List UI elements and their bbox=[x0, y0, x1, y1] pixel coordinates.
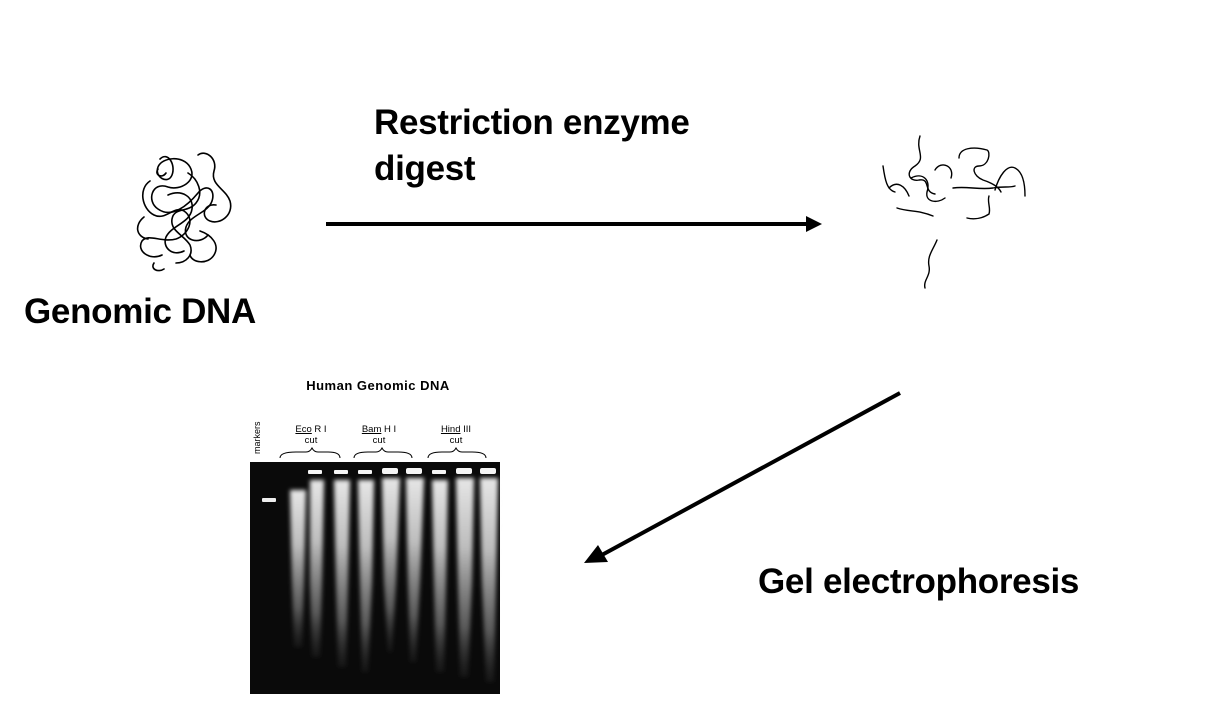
enzyme-name: Bam bbox=[361, 424, 382, 435]
enzyme-label-ecori: Eco R I cut bbox=[284, 424, 338, 446]
enzyme-name: Hind bbox=[440, 424, 461, 435]
marker-band bbox=[262, 498, 276, 502]
gel-smears bbox=[290, 478, 498, 682]
gel-wells bbox=[308, 468, 496, 474]
gel-background bbox=[250, 462, 500, 694]
enzyme-name: Eco bbox=[295, 424, 312, 435]
enzyme-suffix: H I bbox=[381, 424, 397, 435]
genomic-dna-label: Genomic DNA bbox=[24, 292, 257, 331]
genomic-dna-tangle bbox=[136, 152, 232, 272]
electrophoresis-arrow bbox=[584, 391, 901, 563]
gel-electrophoresis-label: Gel electrophoresis bbox=[758, 562, 1080, 601]
gel-title: Human Genomic DNA bbox=[306, 378, 450, 393]
enzyme-label-hindiii: Hind III cut bbox=[428, 424, 484, 446]
enzyme-sub: cut bbox=[304, 435, 318, 446]
gel-lanes bbox=[262, 468, 498, 682]
restriction-digest-label: Restriction enzyme digest bbox=[374, 103, 690, 188]
lane-group-braces bbox=[279, 446, 487, 459]
enzyme-suffix: R I bbox=[311, 424, 327, 435]
enzyme-suffix: III bbox=[460, 424, 472, 435]
enzyme-sub: cut bbox=[372, 435, 386, 446]
digest-arrow bbox=[326, 216, 822, 232]
gel-image: Human Genomic DNA markers Eco R I cut Ba… bbox=[248, 372, 508, 698]
enzyme-label-bamhi: Bam H I cut bbox=[352, 424, 406, 446]
dna-fragments bbox=[882, 135, 1026, 289]
enzyme-sub: cut bbox=[449, 435, 463, 446]
